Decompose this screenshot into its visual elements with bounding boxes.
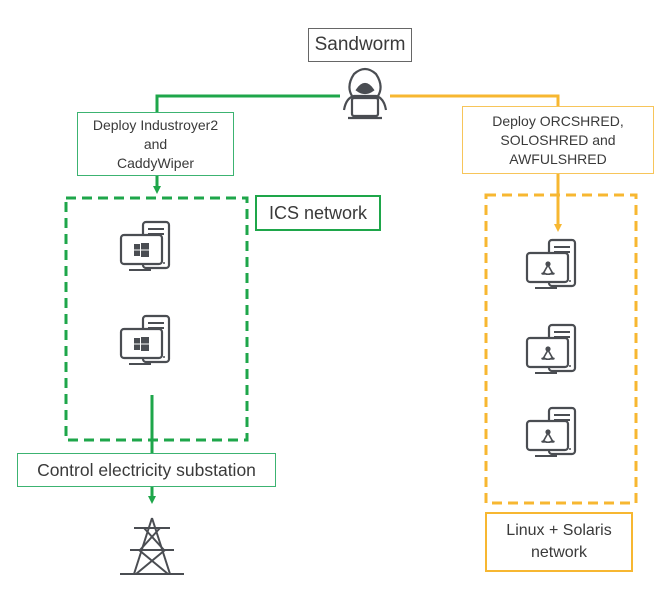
linux-network-boundary: [484, 193, 638, 505]
deploy-right-line-3: AWFULSHRED: [509, 150, 607, 167]
deploy-industroyer2-box: Deploy Industroyer2 and CaddyWiper: [77, 112, 234, 176]
deploy-right-line-1: Deploy ORCSHRED,: [492, 112, 624, 129]
linux-workstation-icon: [525, 238, 577, 290]
linux-workstation-icon: [525, 323, 577, 375]
ics-network-label: ICS network: [255, 195, 381, 231]
deploy-shred-box: Deploy ORCSHRED, SOLOSHRED and AWFULSHRE…: [462, 106, 654, 174]
linux-label-line-2: network: [530, 544, 588, 561]
linux-label-line-1: Linux + Solaris: [506, 522, 612, 539]
sandworm-actor-label: Sandworm: [308, 28, 412, 62]
power-pylon-icon: [120, 517, 184, 575]
ics-network-text: ICS network: [268, 202, 368, 223]
linux-solaris-network-label: Linux + Solaris network: [485, 512, 633, 572]
deploy-left-line-2: and: [143, 135, 168, 152]
connector-sandworm-to-deploy-left: [155, 94, 340, 112]
connector-sandworm-to-deploy-right: [390, 94, 560, 106]
windows-workstation-icon: [119, 220, 171, 272]
deploy-right-line-2: SOLOSHRED and: [500, 131, 616, 148]
linux-workstation-icon: [525, 406, 577, 458]
hacker-icon: [342, 67, 388, 120]
substation-outcome-box: Control electricity substation: [17, 453, 276, 487]
ics-network-boundary: [64, 196, 249, 442]
deploy-left-line-3: CaddyWiper: [116, 154, 195, 171]
substation-text: Control electricity substation: [37, 459, 256, 480]
actor-name: Sandworm: [314, 34, 406, 55]
deploy-left-line-1: Deploy Industroyer2: [92, 116, 219, 133]
windows-workstation-icon: [119, 314, 171, 366]
